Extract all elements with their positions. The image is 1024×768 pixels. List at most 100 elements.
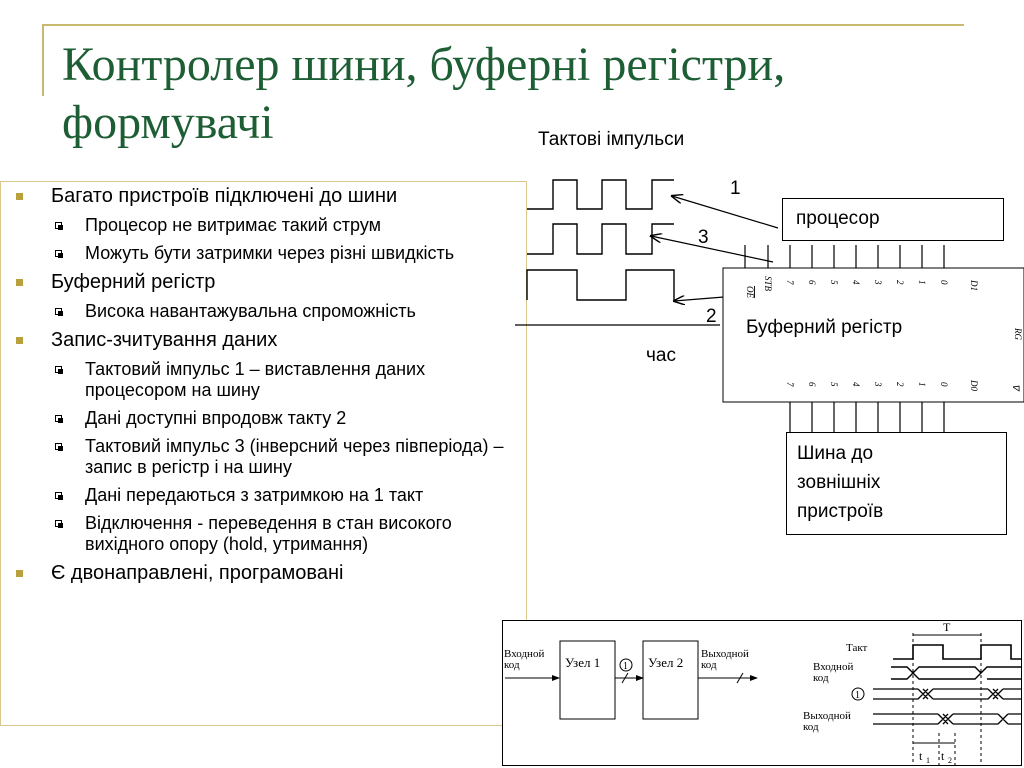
register-label: Буферний регістр (746, 317, 903, 338)
bus-box: Шина до зовнішніх пристроїв (786, 432, 1007, 535)
cpu-label: процесор (796, 208, 880, 229)
sub-bullet-marker (55, 492, 63, 500)
pin-rg-label: RG (1013, 327, 1023, 340)
arrow-3 (651, 236, 774, 263)
sub-bullet-item: Тактовий імпульс 1 – виставлення даних п… (11, 359, 520, 401)
sub-bullet-marker (55, 250, 63, 258)
register-pins (744, 245, 945, 432)
register-pin-labels: OE STB 7 6 5 4 3 2 1 0 D1 RG 7 6 5 4 3 2… (745, 276, 1023, 392)
bullet-panel: Багато пристроїв підключені до шини Проц… (0, 181, 527, 726)
marker-3: 3 (698, 227, 709, 248)
bus-tick (621, 672, 629, 684)
sub-bullet-item: Можуть бути затримки через різні швидкіс… (11, 243, 520, 264)
timing-output-label-2: код (803, 721, 819, 733)
timing-input-label: Входной (813, 661, 853, 673)
clock-pulses-label: Тактові імпульси (538, 129, 685, 150)
bullet-item: Є двонаправлені, програмовані (11, 562, 520, 585)
sub-bullet-marker (55, 520, 63, 528)
sub-bullet-text: Можуть бути затримки через різні швидкіс… (85, 243, 455, 263)
sub-bullet-marker (55, 308, 63, 316)
bus-tick-2 (736, 672, 744, 684)
bullet-text: Запис-зчитування даних (51, 329, 278, 351)
timing-input-wave (891, 666, 1021, 680)
cpu-box: процесор (782, 198, 1004, 241)
t1-subscript: 1 (926, 756, 930, 765)
bullet-marker (16, 337, 23, 344)
circle-one-label: 1 (623, 661, 628, 672)
sub-bullet-text: Тактовий імпульс 3 (інверсний через півп… (85, 436, 504, 477)
sub-bullet-marker (55, 222, 63, 230)
t2-subscript: 2 (948, 756, 952, 765)
circle-one-marker (619, 658, 633, 672)
timing-one-wave (873, 688, 1021, 700)
node1-label: Узел 1 (565, 655, 600, 670)
register-body (722, 267, 1024, 403)
node2-box (642, 640, 699, 720)
sub-bullet-text: Відключення - переведення в стан високог… (85, 513, 452, 554)
timing-circle-one-label: 1 (855, 690, 860, 701)
clock-label: час (646, 345, 676, 366)
sub-bullet-item: Процесор не витримає такий струм (11, 215, 520, 236)
pin-label-bottom: 7 (785, 382, 795, 387)
bus-label: Шина до зовнішніх пристроїв (797, 443, 884, 522)
bullet-item: Запис-зчитування даних (11, 329, 520, 352)
node1-box (559, 640, 616, 720)
sub-bullet-text: Тактовий імпульс 1 – виставлення даних п… (85, 359, 426, 400)
pin-label-bottom: 3 (873, 381, 883, 387)
pin-label-top: 6 (807, 280, 817, 285)
sub-bullet-text: Дані передаються з затримкою на 1 такт (85, 485, 424, 505)
pin-label-bottom: 4 (851, 382, 861, 387)
t2-label: t (941, 749, 945, 763)
input-code-label: Входной (504, 648, 544, 660)
pin-label-top: 0 (939, 280, 949, 285)
bullet-text: Є двонаправлені, програмовані (51, 562, 344, 584)
pin-label-bottom: 2 (895, 382, 905, 387)
pin-d1-label: D1 (969, 279, 979, 291)
timing-figure: Входной код Узел 1 1 Узел 2 Выходной код… (502, 620, 1022, 766)
sub-bullet-item: Тактовий імпульс 3 (інверсний через півп… (11, 436, 520, 478)
pin-label-top: 1 (917, 280, 927, 285)
sub-bullet-marker (55, 366, 63, 374)
pin-label-top: 5 (829, 280, 839, 285)
takt-label: Такт (846, 642, 868, 654)
pin-oe-label: OE (745, 286, 755, 298)
pin-label-top: 7 (785, 280, 795, 285)
arrow-1 (672, 196, 779, 229)
timing-output-wave (873, 713, 1021, 725)
sub-bullet-text: Процесор не витримає такий струм (85, 215, 382, 235)
takt-wave (893, 644, 1021, 660)
bullet-list: Багато пристроїв підключені до шини Проц… (11, 185, 520, 585)
pin-arrow-label: ∇ (1011, 384, 1021, 392)
pin-label-bottom: 1 (917, 382, 927, 387)
output-code-label-2: код (701, 659, 717, 671)
input-code-label-2: код (504, 659, 520, 671)
node2-label: Узел 2 (648, 655, 683, 670)
pin-stb-label: STB (763, 276, 773, 292)
bullet-text: Буферний регістр (51, 271, 216, 293)
bullet-marker (16, 279, 23, 286)
t1-label: t (919, 749, 923, 763)
timing-input-label-2: код (813, 672, 829, 684)
pin-label-top: 4 (851, 280, 861, 285)
sub-bullet-text: Висока навантажувальна спроможність (85, 301, 416, 321)
bullet-item: Багато пристроїв підключені до шини (11, 185, 520, 208)
bullet-marker (16, 570, 23, 577)
clock-wave-3 (527, 223, 674, 255)
clock-wave-1 (527, 179, 674, 210)
marker-1: 1 (730, 178, 741, 199)
clock-wave-2 (526, 269, 675, 301)
sub-bullet-item: Відключення - переведення в стан високог… (11, 513, 520, 555)
title-frame-left (42, 24, 44, 96)
output-code-label: Выходной (701, 648, 749, 660)
title-frame-top (42, 24, 964, 26)
sub-bullet-item: Висока навантажувальна спроможність (11, 301, 520, 322)
bullet-text: Багато пристроїв підключені до шини (51, 185, 398, 207)
timing-figure-svg: Входной код Узел 1 1 Узел 2 Выходной код… (504, 621, 1021, 765)
marker-2: 2 (706, 306, 717, 327)
pin-label-top: 3 (873, 279, 883, 285)
bullet-item: Буферний регістр (11, 271, 520, 294)
pin-label-bottom: 5 (829, 382, 839, 387)
pin-label-bottom: 6 (807, 382, 817, 387)
bullet-marker (16, 193, 23, 200)
